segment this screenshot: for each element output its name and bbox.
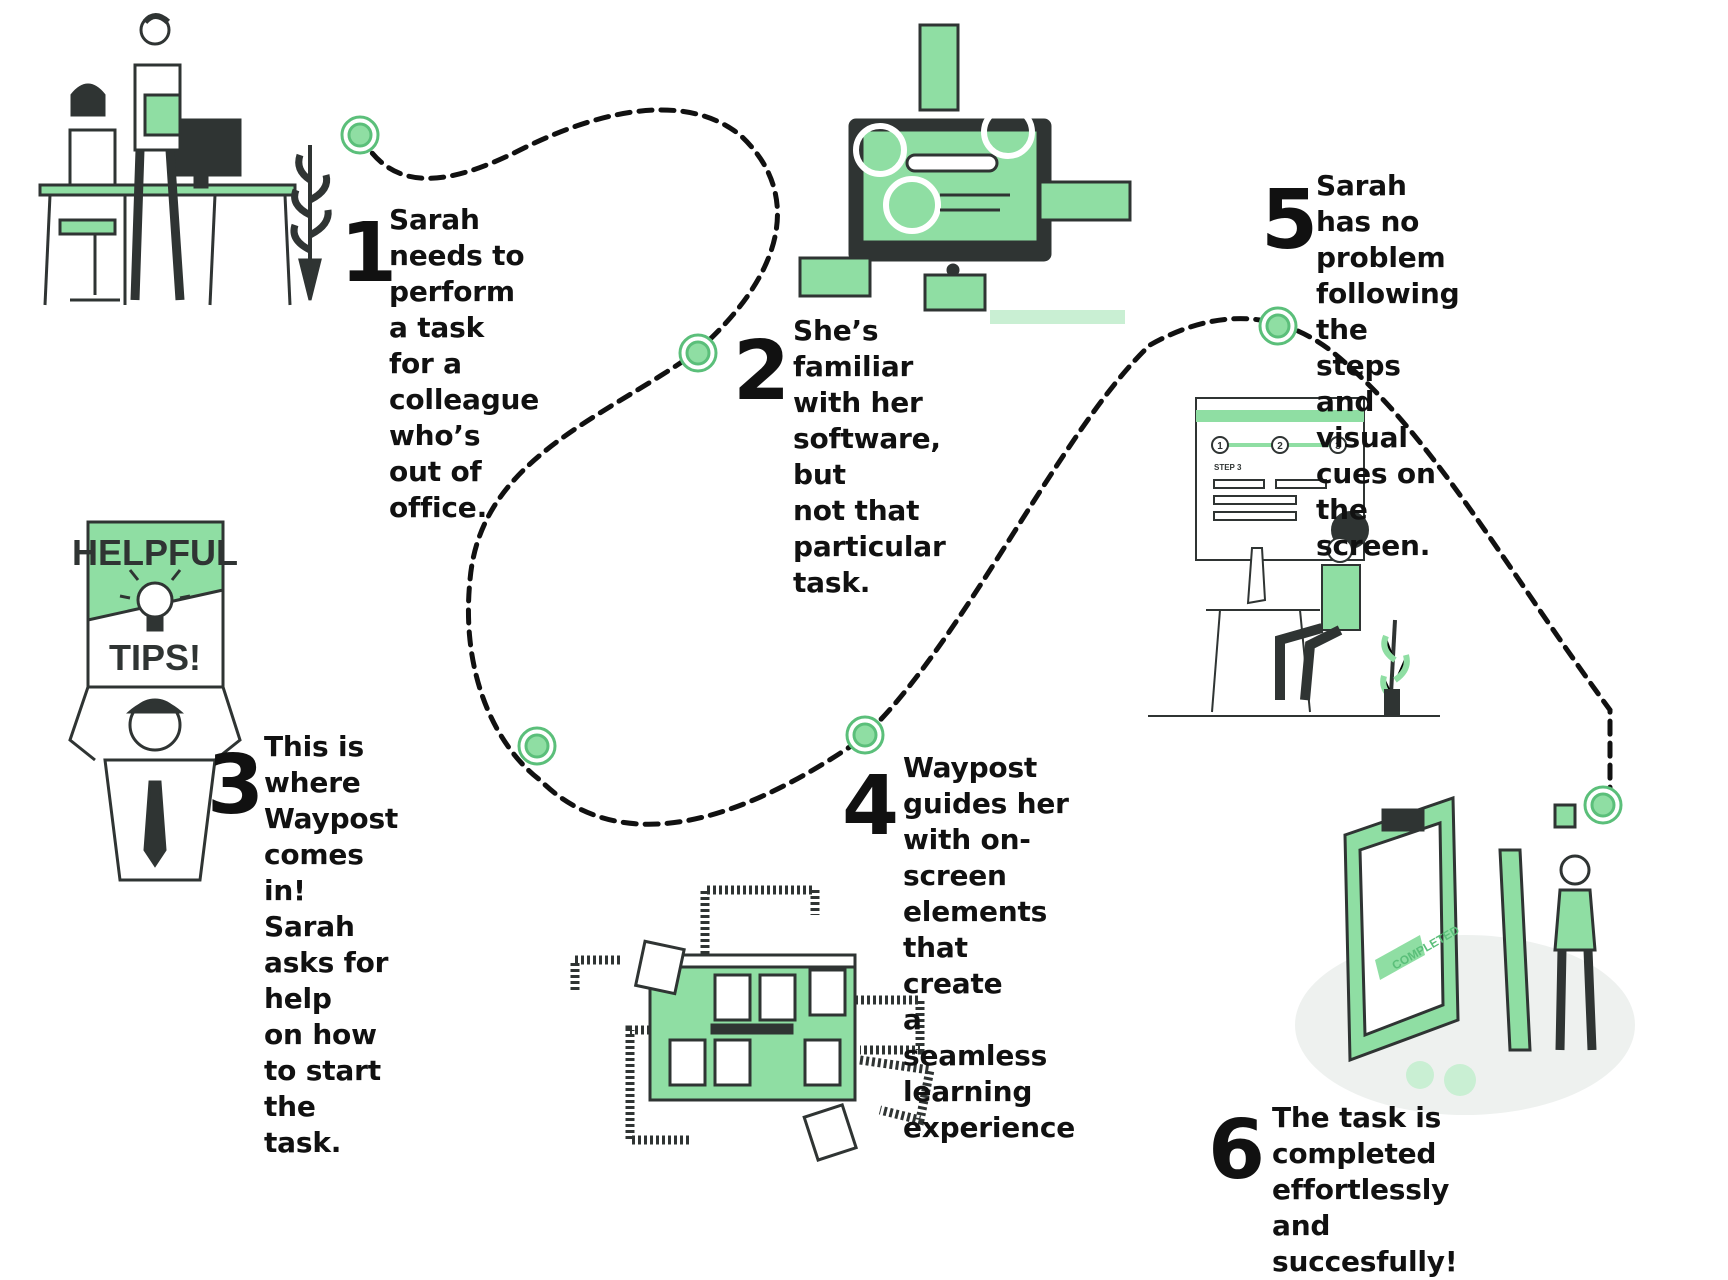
step-text: She’s familiar with her software, but no… (793, 314, 946, 599)
wizard-step-label: STEP 3 (1214, 463, 1242, 472)
magnifier-monitor-icon (798, 23, 1132, 324)
waypoint-marker-icon (517, 726, 557, 766)
step-text: Sarah needs to perform a task for a coll… (389, 203, 540, 524)
step-number: 4 (842, 759, 899, 854)
sign-bottom-text: TIPS! (109, 637, 201, 678)
wizard-step-1: 1 (1217, 441, 1223, 452)
step-number: 6 (1208, 1103, 1265, 1198)
office-desk-icon (38, 13, 332, 306)
step-text: This is where Waypost comes in! Sarah as… (264, 730, 399, 1159)
sign-top-text: HELPFUL (72, 532, 238, 573)
cabled-dashboard-icon (570, 885, 936, 1162)
step-text: Waypost guides her with on-screen elemen… (903, 751, 1076, 1144)
step-number: 5 (1261, 173, 1318, 268)
step-number: 1 (340, 206, 397, 301)
waypoint-marker-icon (340, 115, 380, 155)
step-number: 2 (733, 324, 790, 419)
waypoint-marker-icon (845, 715, 885, 755)
wizard-screen-icon (1148, 397, 1440, 717)
completed-clipboard-icon (1295, 795, 1635, 1115)
step-number: 3 (207, 738, 264, 833)
step-text: The task is completed effortlessly and s… (1272, 1101, 1458, 1278)
wizard-step-2: 2 (1277, 441, 1283, 452)
waypoint-marker-icon (1583, 785, 1623, 825)
waypoint-marker-icon (1258, 306, 1298, 346)
wizard-step-3: 3 (1335, 441, 1341, 452)
journey-path: HELPFUL TIPS! (38, 13, 1635, 1162)
waypoint-marker-icon (678, 333, 718, 373)
journey-infographic: HELPFUL TIPS! (38, 13, 1635, 1278)
helpful-tips-sign-icon (68, 520, 242, 882)
step-text: Sarah has no problem following the steps… (1316, 169, 1460, 562)
